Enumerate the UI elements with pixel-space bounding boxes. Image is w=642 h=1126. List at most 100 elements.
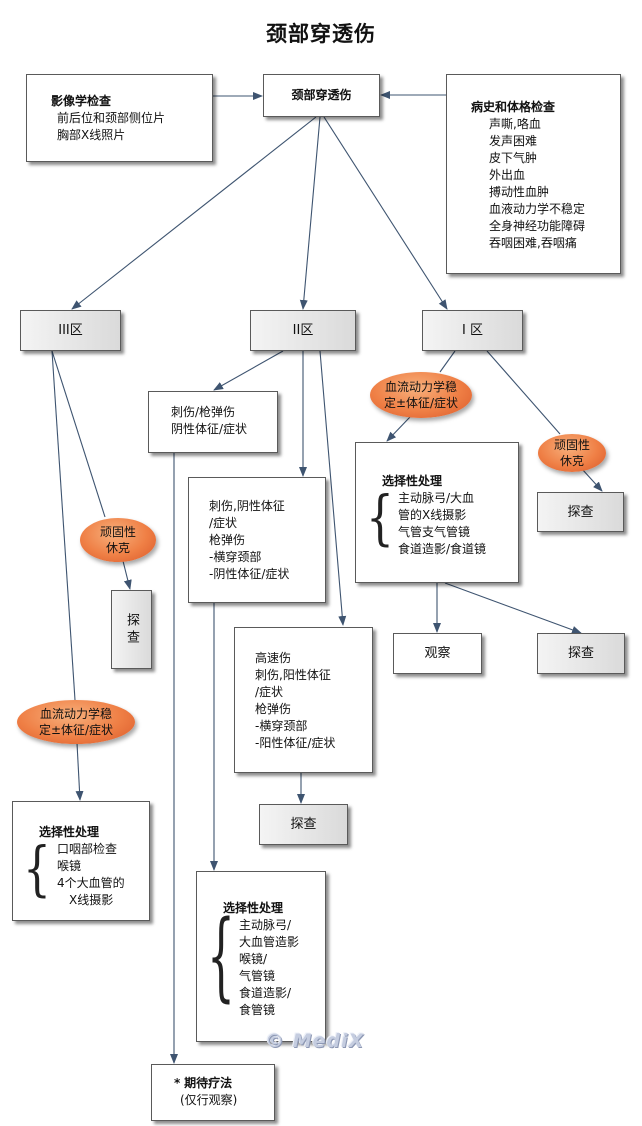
selective-item: 口咽部检查 — [57, 842, 118, 856]
zone1-selective-heading: 选择性处理 — [382, 474, 443, 488]
negative-line: -横穿颈部 — [209, 550, 262, 564]
selective-item: 食道造影/ — [239, 986, 292, 1000]
history-box: 病史和体格检查 声嘶,咯血 发声困难 皮下气肿 外出血 搏动性血肿 血液动力学不… — [446, 74, 621, 274]
positive-line: /症状 — [255, 685, 284, 699]
negative-line: /症状 — [209, 516, 238, 530]
link-zone1-oval-stable — [439, 350, 456, 373]
selective-item: 主动脉弓/大血 — [398, 491, 475, 505]
selective-item: 管的X线摄影 — [398, 508, 467, 522]
link-root-zone2 — [299, 116, 321, 310]
oval-line: 休克 — [559, 454, 584, 468]
zone1-observe-box: 观察 — [393, 633, 482, 674]
link-zone3-oval-shock — [51, 350, 106, 518]
selective-item: 气管支气管镜 — [398, 525, 471, 539]
link-zone1-oval-shock — [486, 350, 561, 435]
link-selective1-explore2 — [444, 582, 582, 634]
positive-line: 枪弹伤 — [255, 702, 292, 716]
zone3-selective-heading: 选择性处理 — [39, 825, 100, 839]
imaging-box: 影像学检查 前后位和颈部侧位片 胸部X线照片 — [26, 74, 213, 162]
zone2-label: II区 — [292, 323, 314, 338]
link-oval-explore3 — [122, 560, 132, 590]
zone3-box: III区 — [20, 310, 121, 351]
negative-line: -阴性体征/症状 — [209, 567, 290, 581]
explore-label: 探查 — [290, 817, 317, 832]
zone1-explore-box: 探查 — [537, 492, 624, 532]
history-item: 血液动力学不稳定 — [489, 202, 586, 216]
history-item: 发声困难 — [489, 134, 538, 148]
diagram-title: 颈部穿透伤 — [266, 22, 376, 46]
oval-line: 血流动力学稳 — [384, 380, 457, 394]
zone3-explore-box: 探查 — [111, 590, 152, 669]
zone2-expectant-box: * 期待疗法 (仅行观察) — [151, 1064, 275, 1121]
history-item: 全身神经功能障碍 — [489, 219, 586, 233]
link-zone3-oval-stable — [51, 350, 76, 701]
link-root-zone3 — [71, 116, 317, 310]
zone2-box: II区 — [250, 310, 356, 351]
zone1-explore2-box: 探查 — [537, 633, 625, 674]
selective-item: 食道造影/食道镜 — [398, 542, 487, 556]
history-item: 外出血 — [489, 168, 526, 182]
stab-line: 阴性体征/症状 — [171, 422, 248, 436]
oval-line: 休克 — [105, 541, 130, 555]
zone1-box: I 区 — [422, 310, 523, 351]
negative-line: 刺伤,阴性体征 — [209, 499, 285, 513]
explore-label: 探查 — [567, 504, 594, 520]
link-oval-selective3 — [75, 742, 84, 801]
selective-item: X线摄影 — [69, 893, 114, 907]
history-item: 声嘶,咯血 — [489, 117, 541, 131]
selective-item: 大血管造影 — [239, 935, 300, 949]
history-item: 皮下气肿 — [489, 151, 538, 165]
zone2-selective-heading: 选择性处理 — [223, 901, 284, 915]
zone2-positive-box: 高速伤 刺伤,阳性体征 /症状 枪弹伤 -横穿颈部 -阳性体征/症状 — [234, 627, 373, 773]
history-heading: 病史和体格检查 — [471, 100, 556, 114]
link-zone2-stab — [213, 350, 284, 391]
zone2-negative-box: 刺伤,阴性体征 /症状 枪弹伤 -横穿颈部 -阴性体征/症状 — [188, 477, 326, 603]
expectant-sub: (仅行观察) — [180, 1093, 238, 1107]
oval-line: 顽固性 — [99, 525, 136, 539]
link-oval-explore1 — [581, 468, 603, 492]
zone3-label: III区 — [58, 323, 83, 338]
link-root-zone1 — [323, 116, 448, 310]
selective-item: 4个大血管的 — [57, 876, 125, 890]
negative-line: 枪弹伤 — [209, 533, 246, 547]
selective-item: 气管镜 — [239, 969, 276, 983]
brace-icon: { — [207, 900, 235, 1013]
selective-item: 食管镜 — [239, 1003, 276, 1017]
zone1-shock-oval: 顽固性 休克 — [538, 434, 606, 472]
zone1-label: I 区 — [462, 323, 483, 338]
oval-line: 定±体征/症状 — [383, 396, 459, 410]
imaging-item: 胸部X线照片 — [57, 128, 126, 142]
stab-line: 刺伤/枪弹伤 — [171, 405, 236, 419]
positive-line: 高速伤 — [255, 651, 292, 665]
imaging-heading: 影像学检查 — [51, 94, 112, 108]
positive-line: -阳性体征/症状 — [255, 736, 336, 750]
zone3-selective-box: 选择性处理 { 口咽部检查 喉镜 4个大血管的 X线摄影 — [12, 801, 150, 921]
zone1-selective-box: 选择性处理 { 主动脉弓/大血 管的X线摄影 气管支气管镜 食道造影/食道镜 — [355, 442, 519, 583]
explore-label: 探查 — [124, 612, 139, 647]
star-icon: * — [174, 1076, 181, 1090]
oval-line: 顽固性 — [553, 438, 590, 452]
watermark-logo: © MediX — [265, 1030, 365, 1052]
observe-label: 观察 — [424, 646, 451, 661]
history-item: 搏动性血肿 — [489, 185, 550, 199]
zone2-explore-box: 探查 — [259, 804, 348, 845]
zone1-stable-oval: 血流动力学稳 定±体征/症状 — [370, 372, 472, 418]
oval-line: 血流动力学稳 — [39, 707, 112, 721]
history-item: 吞咽困难,吞咽痛 — [489, 236, 577, 250]
root-label: 颈部穿透伤 — [291, 88, 352, 102]
zone2-selective-box: 选择性处理 { 主动脉弓/ 大血管造影 喉镜/ 气管镜 食道造影/ 食管镜 — [196, 871, 326, 1042]
zone2-stab-box: 刺伤/枪弹伤 阴性体征/症状 — [148, 391, 278, 453]
selective-item: 喉镜 — [57, 859, 82, 873]
selective-item: 喉镜/ — [239, 952, 268, 966]
positive-line: 刺伤,阳性体征 — [255, 668, 331, 682]
link-zone2-pos — [319, 350, 347, 626]
expectant-heading: 期待疗法 — [184, 1076, 233, 1090]
imaging-item: 前后位和颈部侧位片 — [57, 111, 166, 125]
selective-item: 主动脉弓/ — [239, 918, 292, 932]
explore-label: 探查 — [567, 646, 594, 661]
brace-icon: { — [23, 834, 51, 904]
zone3-shock-oval: 顽固性 休克 — [80, 518, 156, 562]
oval-line: 定±体征/症状 — [38, 723, 114, 737]
positive-line: -横穿颈部 — [255, 719, 308, 733]
